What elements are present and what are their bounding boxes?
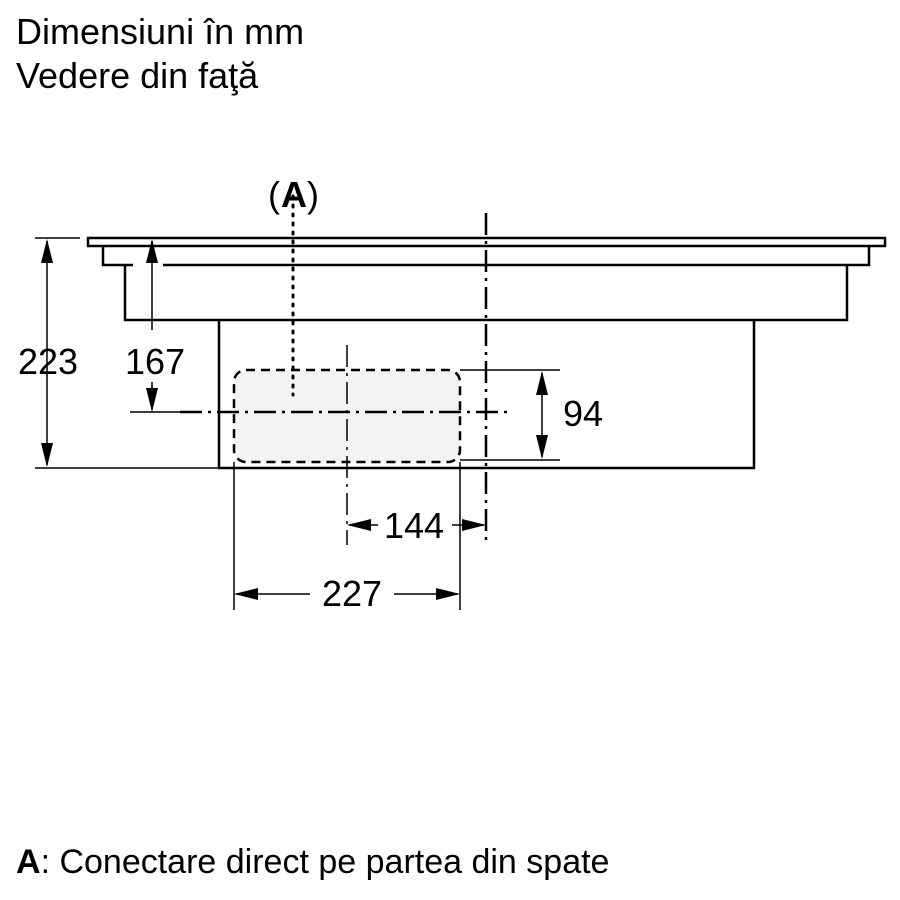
title-view: Vedere din faţă [16,55,259,96]
upper-body [123,265,849,322]
lower-body [217,320,756,470]
legend: A: Conectare direct pe partea din spate [16,843,609,882]
dim-label-223: 223 [18,341,78,382]
title-units: Dimensiuni în mm [16,11,305,52]
dim-label-144: 144 [384,505,444,546]
dimension-arrows [41,239,548,600]
center-lines [180,194,508,545]
callout-open-paren: ( [268,174,280,215]
dim-label-94: 94 [563,393,603,434]
legend-text: : Conectare direct pe partea din spate [40,843,610,881]
appliance-outline [86,236,887,470]
legend-key: A [16,843,41,881]
dim-label-227: 227 [322,573,382,614]
frame-layer [101,246,871,267]
glass-top [86,236,887,248]
dim-label-167: 167 [125,341,185,382]
extension-lines [35,237,560,610]
callout-close-paren: ) [307,174,319,215]
callout-label: A [281,174,307,215]
